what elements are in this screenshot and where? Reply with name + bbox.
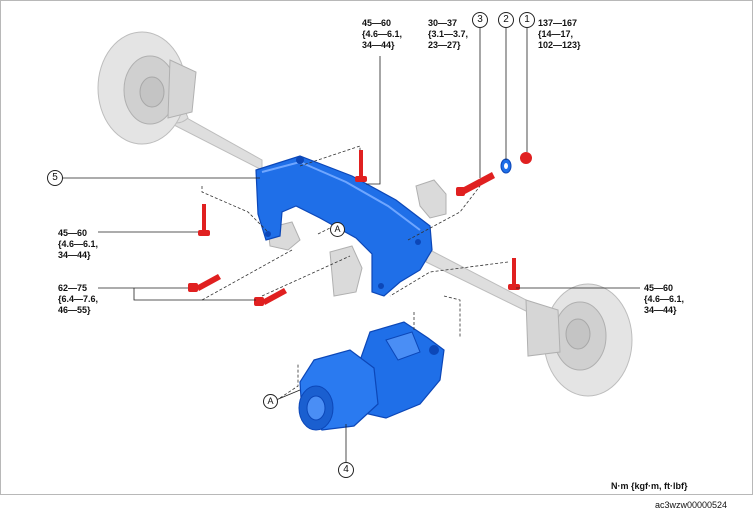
callout-3: 3 bbox=[472, 12, 488, 28]
torque-spec-nut-1: 137—167 {14—17, 102—123} bbox=[538, 18, 581, 51]
torque-range: 45—60 bbox=[58, 228, 88, 238]
bolt-right-vertical bbox=[508, 258, 520, 290]
torque-range: 45—60 bbox=[362, 18, 392, 28]
torque-range-ftlbf: 34—44} bbox=[644, 305, 677, 315]
torque-range-kgf: {4.6—6.1, bbox=[58, 239, 99, 249]
dashed-guides bbox=[201, 145, 509, 399]
bolt-top bbox=[355, 150, 367, 182]
washer-2 bbox=[500, 158, 512, 174]
reference-letter-lower: A bbox=[263, 394, 278, 409]
bolt-lower-left-1 bbox=[188, 274, 221, 292]
torque-range-ftlbf: 46—55} bbox=[58, 305, 91, 315]
diagram-frame bbox=[0, 0, 753, 495]
callout-5: 5 bbox=[47, 170, 63, 186]
torque-range-kgf: {6.4—7.6, bbox=[58, 294, 99, 304]
torque-range: 62—75 bbox=[58, 283, 88, 293]
callout-4: 4 bbox=[338, 462, 354, 478]
mount-bracket-left bbox=[267, 221, 363, 297]
mount-bracket-right bbox=[415, 179, 447, 219]
torque-range: 45—60 bbox=[644, 283, 674, 293]
torque-spec-top-bolt: 45—60 {4.6—6.1, 34—44} bbox=[362, 18, 402, 51]
torque-range-ftlbf: 34—44} bbox=[362, 40, 395, 50]
nut-1 bbox=[520, 152, 532, 164]
torque-range-kgf: {4.6—6.1, bbox=[644, 294, 685, 304]
leader-lines bbox=[62, 28, 640, 462]
bolt-3 bbox=[456, 172, 495, 196]
torque-spec-right-bolt: 45—60 {4.6—6.1, 34—44} bbox=[644, 283, 684, 316]
torque-range-kgf: {4.6—6.1, bbox=[362, 29, 403, 39]
reference-letter-upper: A bbox=[330, 222, 345, 237]
figure-id: ac3wzw00000524 bbox=[655, 500, 728, 510]
callout-1: 1 bbox=[519, 12, 535, 28]
torque-spec-left-bolt: 45—60 {4.6—6.1, 34—44} bbox=[58, 228, 98, 261]
wheel-hub-left bbox=[97, 31, 197, 145]
torque-spec-bolt-3: 30—37 {3.1—3.7, 23—27} bbox=[428, 18, 468, 51]
torque-range: 30—37 bbox=[428, 18, 458, 28]
torque-range-kgf: {14—17, bbox=[538, 29, 574, 39]
torque-range-ftlbf: 34—44} bbox=[58, 250, 91, 260]
wheel-hub-right bbox=[525, 283, 633, 397]
torque-spec-lower-left-bolts: 62—75 {6.4—7.6, 46—55} bbox=[58, 283, 98, 316]
callout-2: 2 bbox=[498, 12, 514, 28]
torque-range: 137—167 bbox=[538, 18, 578, 28]
bolt-left-vertical bbox=[198, 204, 210, 236]
units-legend: N·m {kgf·m, ft·lbf} bbox=[611, 481, 688, 491]
bolt-lower-left-2 bbox=[254, 288, 287, 306]
torque-range-ftlbf: 102—123} bbox=[538, 40, 581, 50]
torque-range-kgf: {3.1—3.7, bbox=[428, 29, 469, 39]
electric-motor-unit bbox=[298, 321, 445, 431]
torque-range-ftlbf: 23—27} bbox=[428, 40, 461, 50]
